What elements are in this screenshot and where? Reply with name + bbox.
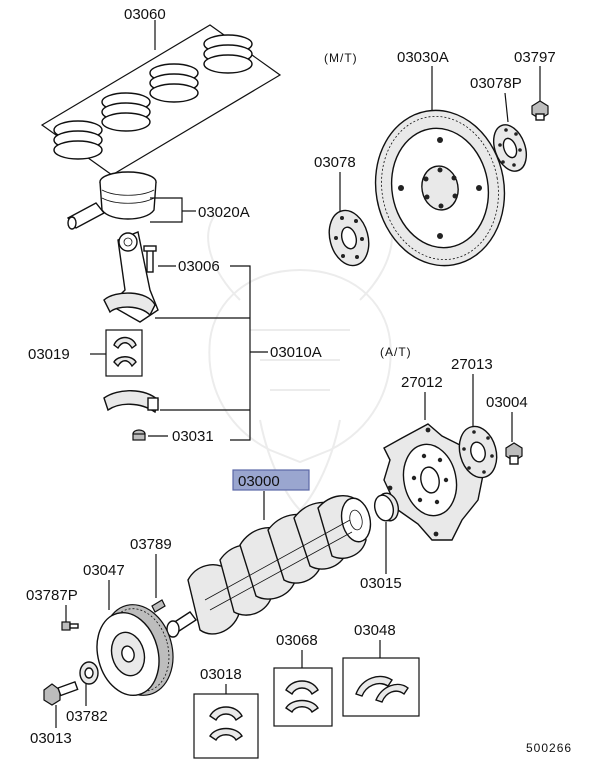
woodruff-key[interactable] — [151, 599, 166, 613]
piston-ring-set[interactable] — [40, 24, 282, 176]
label-conrod-nut[interactable]: 03031 — [172, 428, 214, 445]
label-driveplate[interactable]: 27012 — [401, 374, 443, 391]
flywheel-bolt[interactable] — [531, 100, 549, 121]
at-note: (A/T) — [380, 345, 412, 359]
conrod-bearing[interactable] — [113, 336, 137, 368]
label-flywheel-spacer[interactable]: 03078 — [314, 154, 356, 171]
label-main-bearing-b[interactable]: 03068 — [276, 632, 318, 649]
label-woodruff-key[interactable]: 03789 — [130, 536, 172, 553]
mt-note: (M/T) — [324, 51, 358, 65]
conrod-cap[interactable] — [103, 390, 159, 414]
label-conrod-assembly[interactable]: 03010A — [270, 344, 322, 361]
label-flywheel-mt[interactable]: 03030A — [397, 49, 449, 66]
label-pulley[interactable]: 03047 — [83, 562, 125, 579]
driveplate[interactable] — [383, 423, 485, 541]
conrod-nut[interactable] — [132, 429, 146, 441]
connecting-rod[interactable] — [103, 231, 159, 323]
pulley-pin[interactable] — [61, 621, 79, 631]
label-main-bearing-a[interactable]: 03018 — [200, 666, 242, 683]
crankshaft[interactable] — [166, 495, 374, 638]
pulley-washer[interactable] — [79, 661, 99, 685]
label-driveplate-plate[interactable]: 27013 — [451, 356, 493, 373]
watermark-logo — [207, 214, 393, 512]
label-pulley-pin[interactable]: 03787P — [26, 587, 78, 604]
label-pulley-bolt[interactable]: 03013 — [30, 730, 72, 747]
crankshaft-highlight — [232, 469, 310, 491]
label-flywheel-bolt[interactable]: 03797 — [514, 49, 556, 66]
label-crankshaft[interactable]: 03000 — [238, 473, 280, 490]
label-conrod-bolt[interactable]: 03006 — [178, 258, 220, 275]
flywheel-mt[interactable] — [363, 100, 516, 276]
label-piston-ring-set[interactable]: 03060 — [124, 6, 166, 23]
driveplate-plate[interactable] — [454, 422, 502, 482]
pulley-bolt[interactable] — [43, 680, 79, 706]
conrod-bolt[interactable] — [143, 245, 157, 273]
footer-code: 500266 — [526, 741, 572, 755]
driveplate-bolt[interactable] — [505, 442, 523, 465]
thrust-washer[interactable] — [355, 675, 409, 703]
label-pilot-bushing[interactable]: 03015 — [360, 575, 402, 592]
label-thrust-washer[interactable]: 03048 — [354, 622, 396, 639]
piston-pin[interactable] — [66, 202, 106, 230]
label-piston-assembly[interactable]: 03020A — [198, 204, 250, 221]
thrust-washer-box — [342, 657, 420, 717]
main-bearing-b[interactable] — [285, 680, 319, 713]
label-conrod-bearing[interactable]: 03019 — [28, 346, 70, 363]
flywheel-plate-mt[interactable] — [488, 120, 533, 175]
label-pulley-washer[interactable]: 03782 — [66, 708, 108, 725]
main-bearing-b-box — [273, 667, 333, 727]
main-bearing-a-box — [193, 693, 259, 759]
flywheel-spacer[interactable] — [323, 206, 374, 270]
piston[interactable] — [99, 171, 157, 220]
main-bearing-a[interactable] — [209, 706, 243, 741]
pilot-bushing[interactable] — [372, 491, 401, 523]
label-driveplate-bolt[interactable]: 03004 — [486, 394, 528, 411]
crank-pulley[interactable] — [88, 597, 183, 703]
label-flywheel-plate-mt[interactable]: 03078P — [470, 75, 522, 92]
conrod-bearing-box — [105, 329, 143, 377]
